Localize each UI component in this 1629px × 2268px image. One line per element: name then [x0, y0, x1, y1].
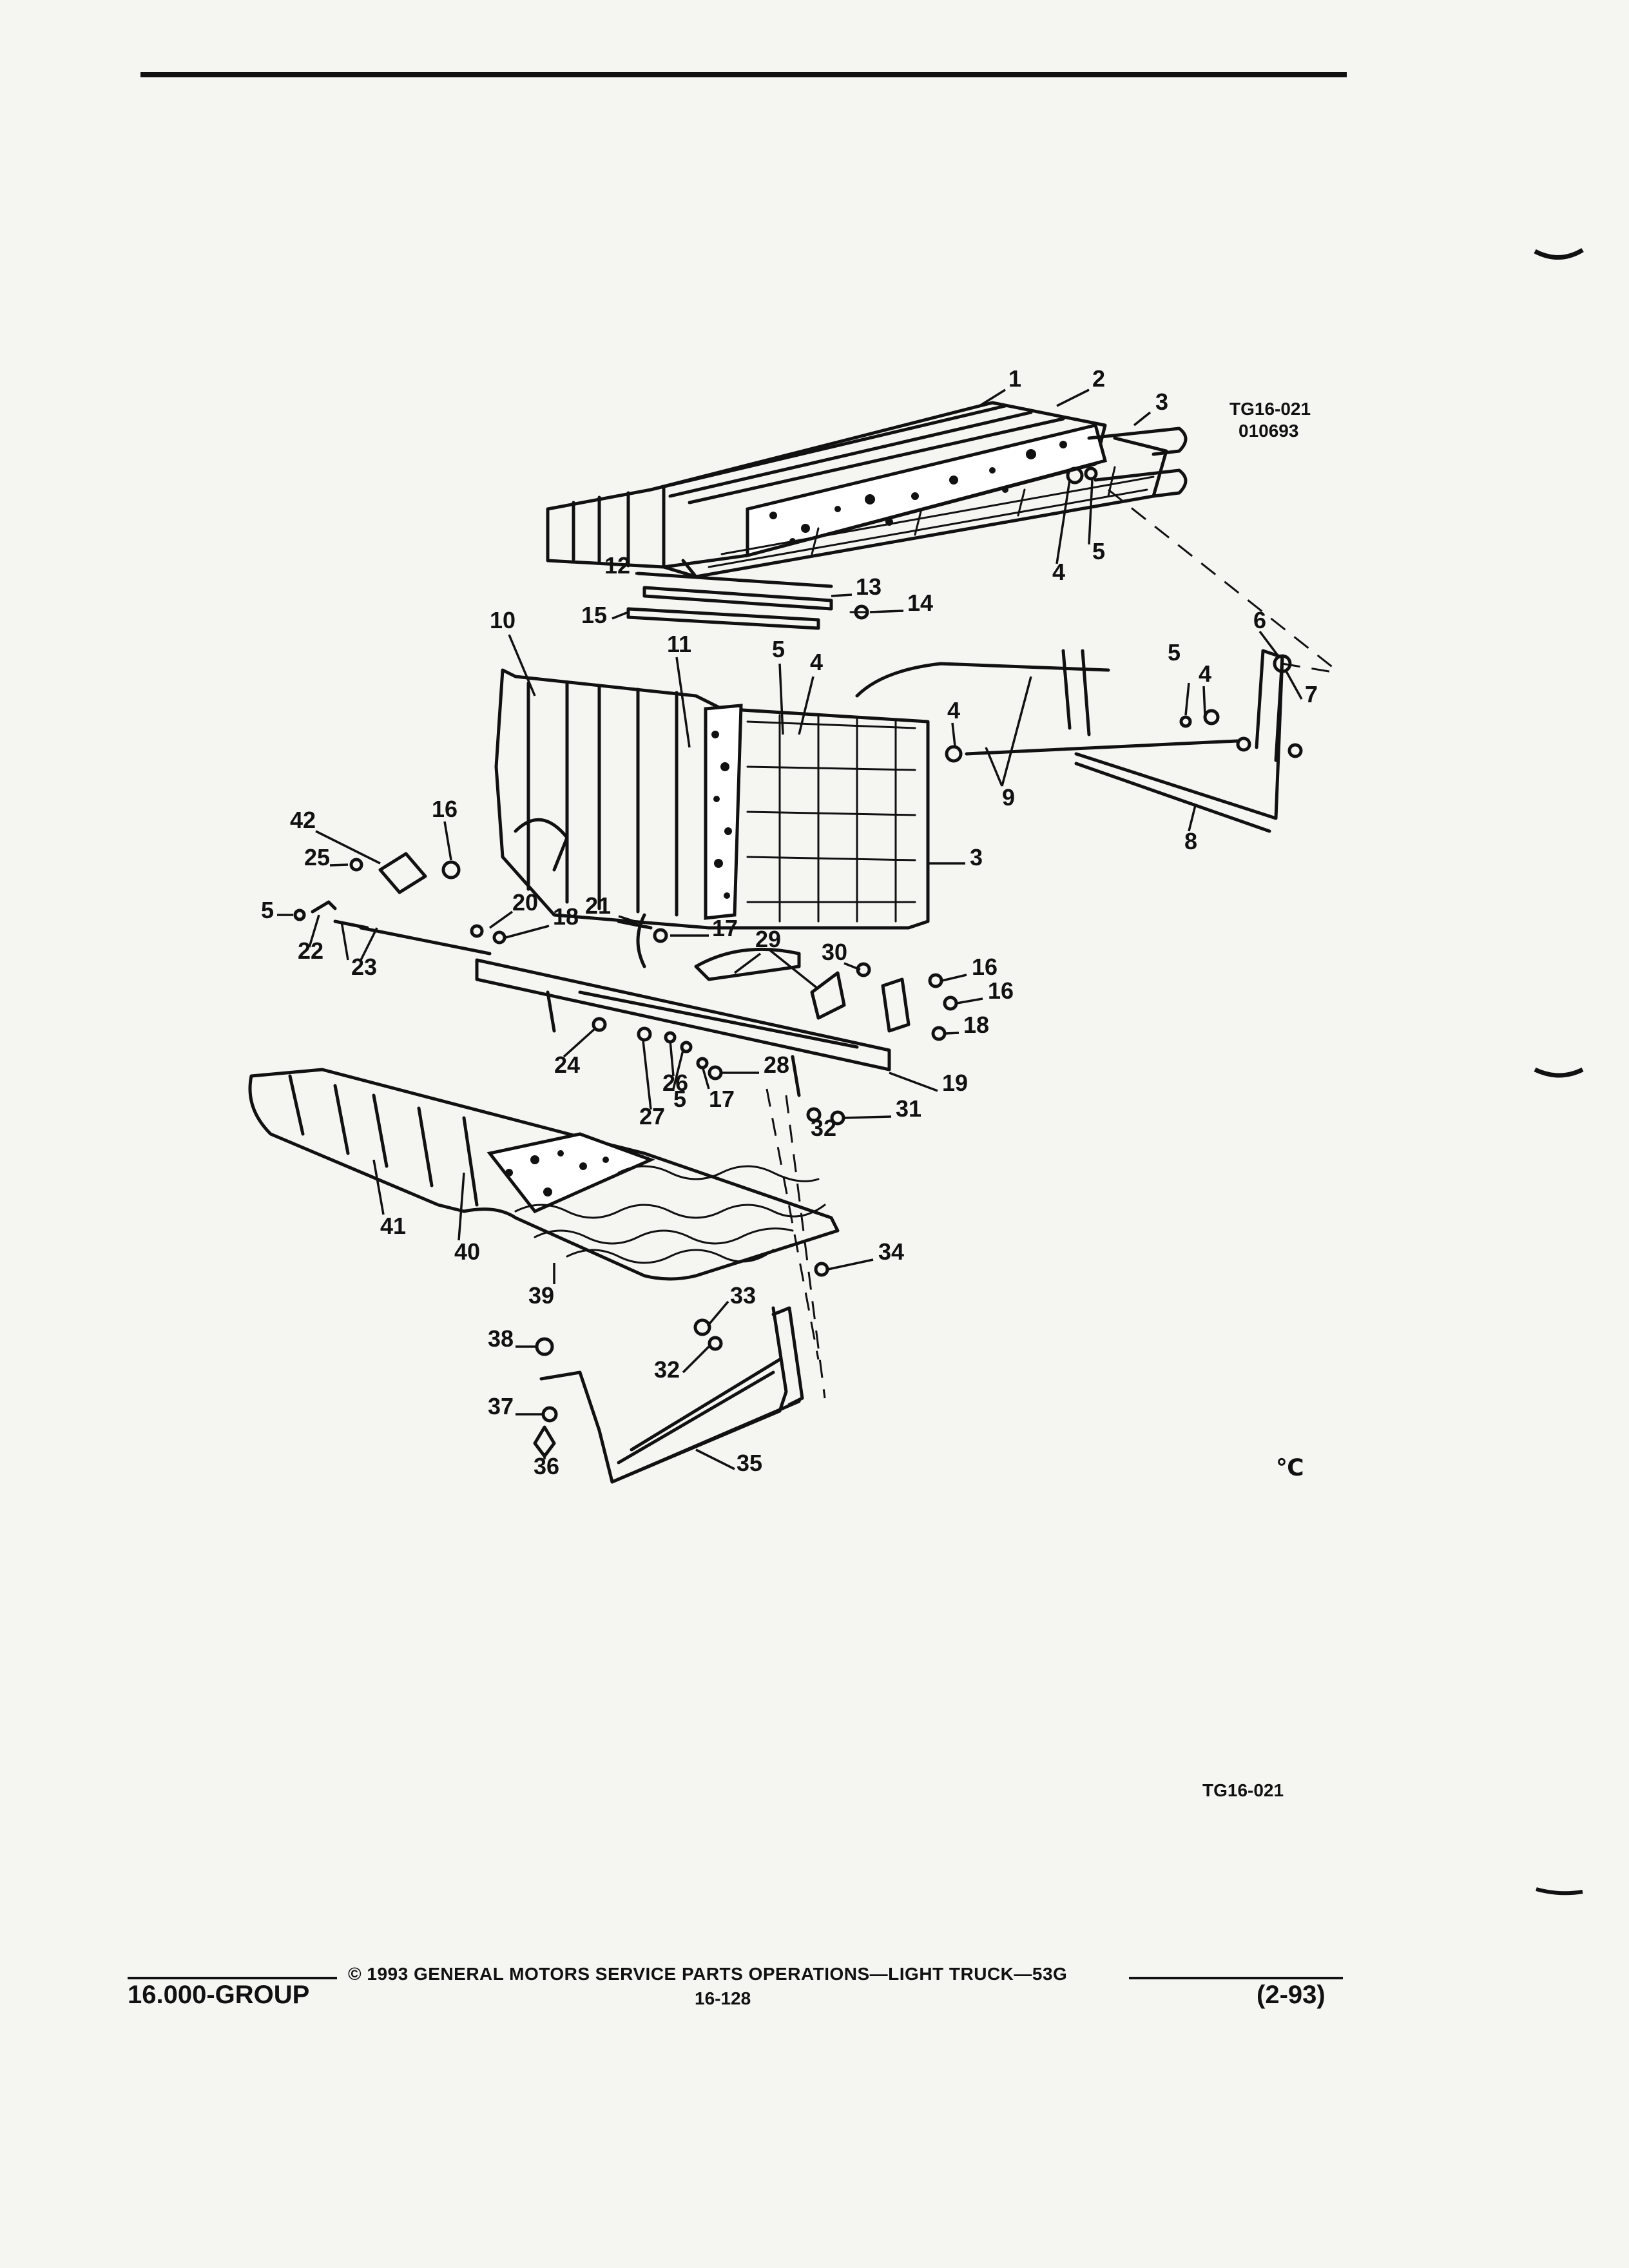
callout-c17a: 17	[712, 915, 738, 941]
seat-cushion-assembly	[248, 1068, 840, 1281]
callout-c31: 31	[896, 1095, 921, 1122]
callout-c11: 11	[667, 631, 691, 657]
callout-c16b: 16	[972, 954, 998, 980]
leader-lines	[277, 389, 1303, 1470]
callout-c5b: 5	[772, 636, 785, 662]
callout-c4a: 4	[1052, 559, 1065, 585]
callout-c40: 40	[454, 1238, 480, 1265]
callout-c18a: 18	[553, 903, 579, 930]
footer-rule-right	[1129, 1977, 1343, 1979]
callout-c19: 19	[942, 1070, 968, 1096]
callout-c42: 42	[290, 807, 316, 833]
callout-c10: 10	[490, 607, 516, 633]
callout-c5a: 5	[1092, 538, 1105, 564]
callout-c21: 21	[585, 892, 611, 919]
callout-c16a: 16	[432, 796, 458, 822]
callout-c2: 2	[1092, 365, 1105, 392]
folding-frame	[855, 649, 1303, 833]
seat-base-frame	[533, 1262, 829, 1484]
callout-c37: 37	[488, 1393, 514, 1419]
callout-c26: 26	[662, 1070, 688, 1096]
binder-mark	[1534, 247, 1584, 260]
trim-strips	[626, 572, 869, 630]
callout-c32a: 32	[811, 1115, 836, 1141]
callout-c15: 15	[581, 602, 607, 628]
callout-c24: 24	[554, 1052, 580, 1078]
callout-c22: 22	[298, 937, 323, 964]
callout-c27: 27	[639, 1103, 665, 1129]
footer-rule-left	[128, 1977, 337, 1979]
callout-c17b: 17	[709, 1086, 735, 1112]
footer-copyright: © 1993 GENERAL MOTORS SERVICE PARTS OPER…	[348, 1964, 1068, 1984]
callout-c25: 25	[304, 844, 330, 870]
callout-c6: 6	[1253, 607, 1266, 633]
top-rule	[140, 72, 1347, 77]
callout-c1: 1	[1008, 365, 1021, 392]
callout-c5e: 5	[673, 1086, 686, 1112]
footer-page-number: 16-128	[695, 1988, 751, 2008]
seatback-assembly	[494, 668, 930, 930]
callout-c7: 7	[1305, 681, 1318, 707]
callout-c36: 36	[534, 1453, 559, 1479]
callout-c5c: 5	[1168, 639, 1181, 666]
callout-c30: 30	[822, 939, 847, 965]
callout-c39: 39	[528, 1282, 554, 1309]
callout-c3b: 3	[970, 844, 983, 870]
callout-c3a: 3	[1155, 389, 1168, 415]
callout-c28: 28	[764, 1052, 789, 1078]
callout-c23: 23	[351, 954, 377, 980]
callout-c38: 38	[488, 1325, 514, 1352]
callout-c12: 12	[604, 552, 630, 579]
callout-c35: 35	[737, 1450, 762, 1476]
callout-c8: 8	[1184, 828, 1197, 854]
upper-seatback-assembly	[546, 401, 1188, 579]
callout-c16c: 16	[988, 977, 1014, 1004]
phantom-lines	[766, 488, 1341, 1399]
callout-c20: 20	[512, 889, 538, 916]
callout-c41: 41	[380, 1213, 406, 1239]
corner-mark: ℃	[1276, 1454, 1304, 1481]
callout-c18b: 18	[963, 1012, 989, 1038]
callout-c4c: 4	[1199, 660, 1211, 687]
figure-date: 010693	[1239, 421, 1298, 441]
callout-c34: 34	[878, 1238, 904, 1265]
callout-c13: 13	[856, 573, 882, 600]
footer-date: (2-93)	[1257, 1981, 1325, 2009]
figure-code: TG16-021	[1229, 399, 1311, 419]
callout-c29: 29	[755, 926, 781, 952]
figure-code-bottom: TG16-021	[1202, 1780, 1284, 1800]
footer-group: 16.000-GROUP	[128, 1981, 310, 2009]
callout-c4b: 4	[810, 649, 823, 675]
callout-c33: 33	[730, 1282, 756, 1309]
callout-c32b: 32	[654, 1356, 680, 1383]
binder-mark	[1536, 1887, 1583, 1896]
callout-c5d: 5	[261, 897, 274, 923]
callout-c4d: 4	[947, 697, 960, 724]
binder-mark	[1534, 1067, 1584, 1078]
callout-c14: 14	[907, 590, 933, 616]
callout-c9: 9	[1002, 784, 1015, 811]
